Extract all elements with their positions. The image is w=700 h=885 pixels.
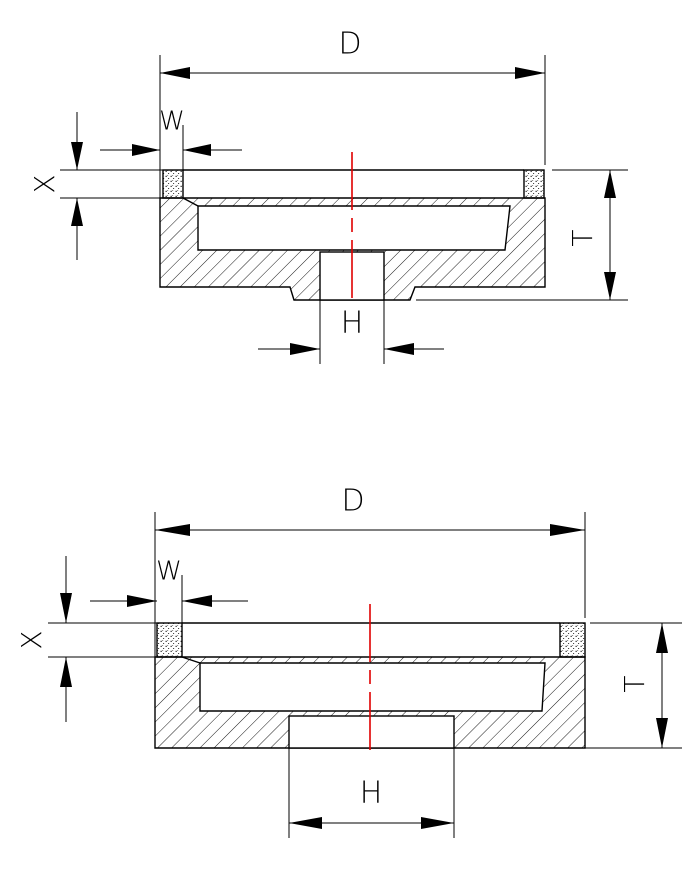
w-label: W xyxy=(156,557,182,587)
d-label: D xyxy=(338,27,361,62)
h-label: H xyxy=(341,306,364,341)
x-label: X xyxy=(28,174,61,193)
abrasive-segment-right xyxy=(523,169,545,199)
rim-slope-line xyxy=(181,656,201,664)
w-arrow-left xyxy=(127,595,157,607)
d-arrow-left xyxy=(155,524,190,536)
wheel-diagram-bottom: D W X T H xyxy=(15,484,682,838)
x-arrow-top xyxy=(71,142,83,170)
d-arrow-right xyxy=(515,67,545,79)
abrasive-segment-right xyxy=(559,622,586,658)
t-arrow-top xyxy=(656,623,668,653)
wheel-diagram-top: D W X T H xyxy=(28,27,628,364)
x-arrow-top xyxy=(60,593,72,623)
bore xyxy=(288,715,455,749)
t-label: T xyxy=(566,229,599,246)
w-arrow-right xyxy=(182,595,212,607)
h-arrow-left xyxy=(289,817,322,829)
t-arrow-bottom xyxy=(604,272,616,300)
h-arrow-right xyxy=(421,817,454,829)
abrasive-segment-left xyxy=(162,169,184,199)
h-label: H xyxy=(360,776,383,811)
h-arrow-left xyxy=(290,343,320,355)
abrasive-segment-left xyxy=(156,622,183,658)
d-arrow-right xyxy=(550,524,585,536)
d-arrow-left xyxy=(160,67,190,79)
t-arrow-top xyxy=(604,170,616,198)
x-arrow-bottom xyxy=(71,198,83,226)
w-arrow-right xyxy=(183,144,211,156)
w-label: W xyxy=(159,107,185,137)
rim-slope-line xyxy=(182,197,199,207)
inner-cavity xyxy=(199,662,546,712)
t-label: T xyxy=(618,675,651,692)
x-arrow-bottom xyxy=(60,657,72,687)
h-arrow-right xyxy=(384,343,414,355)
w-arrow-left xyxy=(132,144,160,156)
inner-cavity xyxy=(197,205,511,251)
t-arrow-bottom xyxy=(656,718,668,748)
d-label: D xyxy=(341,484,364,519)
x-label: X xyxy=(15,630,48,649)
